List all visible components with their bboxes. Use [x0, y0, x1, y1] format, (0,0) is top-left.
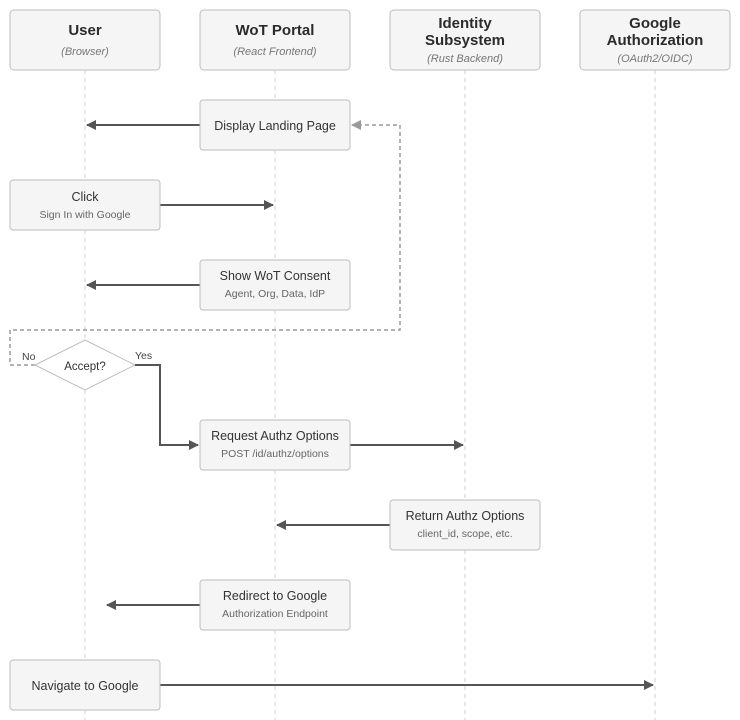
- step-display-landing-title: Display Landing Page: [214, 119, 336, 133]
- actor-identity-subsystem: Identity Subsystem (Rust Backend): [389, 9, 541, 71]
- step-display-landing: Display Landing Page: [199, 99, 351, 151]
- actor-identity-subsystem-name-line1: Identity: [438, 15, 492, 32]
- actor-wot-portal-box: [199, 9, 351, 71]
- actor-identity-subsystem-box: [389, 9, 541, 71]
- step-show-consent-title: Show WoT Consent: [220, 269, 331, 283]
- actor-google-authorization-box: [579, 9, 731, 71]
- step-click-sign-in-sub: Sign In with Google: [39, 209, 130, 221]
- arrow-yes-path: [135, 364, 199, 450]
- decision-accept-diamond: [33, 339, 137, 391]
- step-navigate-google: Navigate to Google: [9, 659, 161, 711]
- actor-identity-subsystem-sub: (Rust Backend): [427, 53, 503, 65]
- actor-wot-portal: WoT Portal (React Frontend): [199, 9, 351, 71]
- step-return-authz-box: [389, 499, 541, 551]
- step-display-landing-box: [199, 99, 351, 151]
- step-show-consent: Show WoT Consent Agent, Org, Data, IdP: [199, 259, 351, 311]
- actor-user-name: User: [68, 22, 102, 39]
- actor-google-authorization-name-line1: Google: [629, 15, 681, 32]
- step-return-authz: Return Authz Options client_id, scope, e…: [389, 499, 541, 551]
- step-return-authz-sub: client_id, scope, etc.: [417, 528, 512, 540]
- actor-user-box: [9, 9, 161, 71]
- actor-wot-portal-name: WoT Portal: [236, 22, 315, 39]
- step-redirect-google-box: [199, 579, 351, 631]
- step-click-sign-in-title: Click: [71, 190, 99, 204]
- actor-google-authorization-name-line2: Authorization: [607, 32, 704, 49]
- step-show-consent-sub: Agent, Org, Data, IdP: [225, 288, 325, 300]
- actor-user-sub: (Browser): [61, 46, 109, 58]
- step-request-authz-title: Request Authz Options: [211, 429, 339, 443]
- step-navigate-google-title: Navigate to Google: [31, 679, 138, 693]
- step-request-authz-box: [199, 419, 351, 471]
- actor-google-authorization-sub: (OAuth2/OIDC): [617, 53, 693, 65]
- step-return-authz-title: Return Authz Options: [406, 509, 525, 523]
- decision-no-label: No: [22, 351, 36, 363]
- actor-user: User (Browser): [9, 9, 161, 71]
- step-show-consent-box: [199, 259, 351, 311]
- step-redirect-google: Redirect to Google Authorization Endpoin…: [199, 579, 351, 631]
- step-request-authz-sub: POST /id/authz/options: [221, 448, 329, 460]
- actor-identity-subsystem-name-line2: Subsystem: [425, 32, 505, 49]
- step-click-sign-in-box: [9, 179, 161, 231]
- loop-back-dashed-arrow: [9, 120, 401, 366]
- step-redirect-google-title: Redirect to Google: [223, 589, 327, 603]
- actor-google-authorization: Google Authorization (OAuth2/OIDC): [579, 9, 731, 71]
- step-navigate-google-box: [9, 659, 161, 711]
- step-redirect-google-sub: Authorization Endpoint: [222, 608, 328, 620]
- step-click-sign-in: Click Sign In with Google: [9, 179, 161, 231]
- decision-accept: Accept? No Yes: [22, 339, 152, 391]
- actor-wot-portal-sub: (React Frontend): [233, 46, 316, 58]
- step-request-authz: Request Authz Options POST /id/authz/opt…: [199, 419, 351, 471]
- decision-accept-title: Accept?: [64, 361, 106, 373]
- decision-yes-label: Yes: [135, 350, 152, 362]
